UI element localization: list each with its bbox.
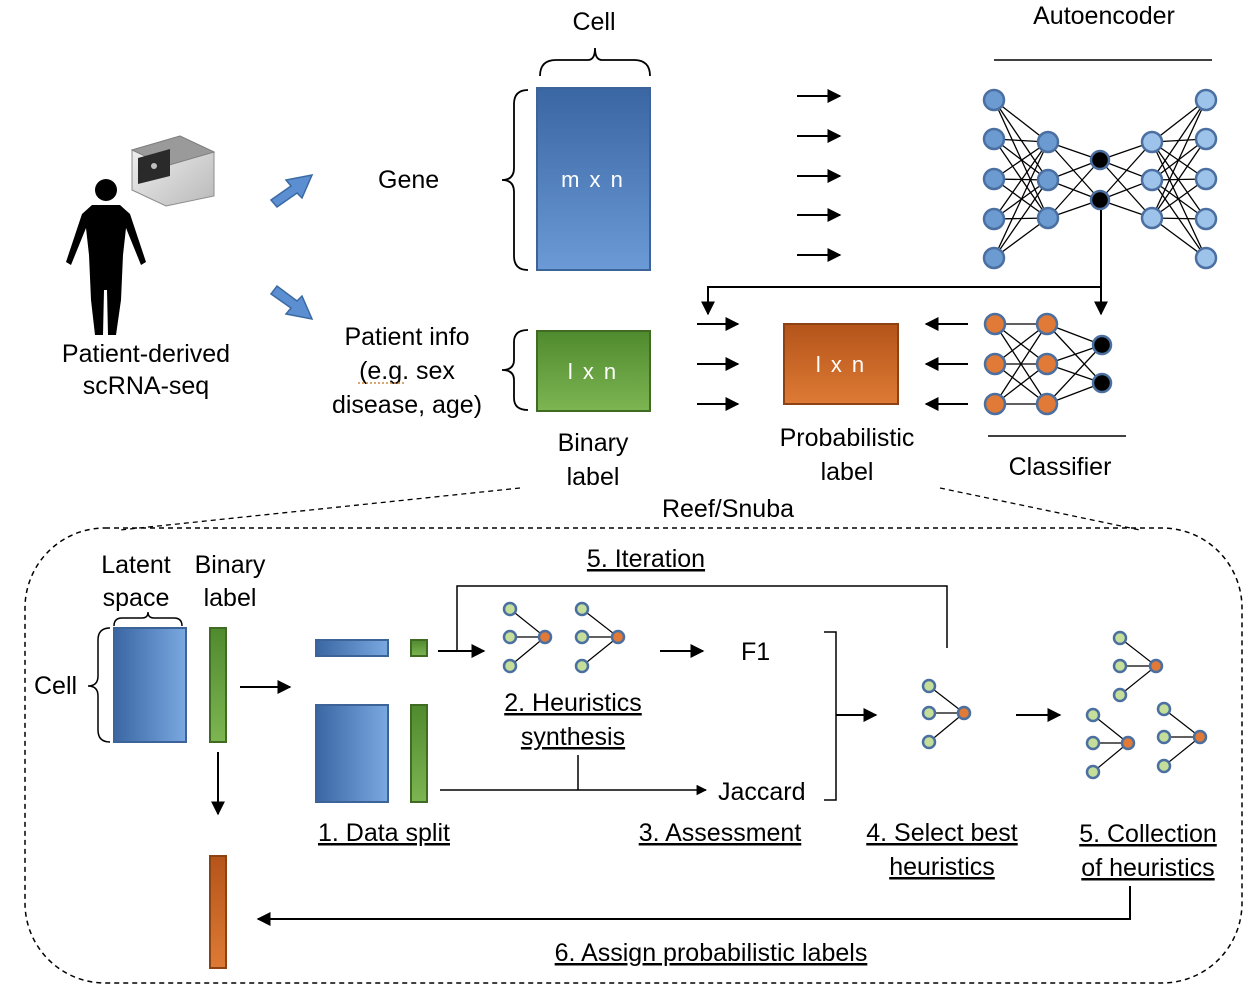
arrows-to-prob-label	[697, 317, 968, 411]
binary-label-line2: label	[567, 463, 620, 491]
arrows-to-autoencoder	[797, 89, 842, 262]
heuristics-synthesis-line2: synthesis	[521, 723, 625, 751]
binary-matrix-label: l x n	[568, 359, 618, 384]
block-arrow-to-patient-info	[269, 284, 314, 321]
split-large-matrix	[315, 704, 389, 803]
patient-info-line1: Patient info	[344, 323, 469, 351]
probabilistic-label-matrix	[783, 323, 899, 405]
select-best-line2: heuristics	[889, 853, 995, 881]
assessment-label: 3. Assessment	[639, 819, 802, 847]
gene-label: Gene	[378, 166, 439, 194]
jaccard-label: Jaccard	[718, 778, 806, 806]
iteration-label: 5. Iteration	[587, 545, 705, 573]
cell-label: Cell	[572, 8, 615, 36]
f1-label: F1	[741, 638, 770, 666]
heuristics-synthesis-line1: 2. Heuristics	[504, 689, 642, 717]
bottom-binary-line1: Binary	[195, 551, 266, 579]
assigned-probabilistic-label-bar	[209, 855, 227, 969]
data-split-label: 1. Data split	[318, 819, 450, 847]
patient-info-line3: disease, age)	[332, 391, 482, 419]
latent-space-line2: space	[103, 584, 170, 612]
sequencer-device-icon	[130, 135, 216, 207]
select-best-line1: 4. Select best	[866, 819, 1018, 847]
binary-label-matrix	[536, 330, 651, 412]
classifier-label: Classifier	[1009, 453, 1112, 481]
assign-labels-label: 6. Assign probabilistic labels	[555, 939, 868, 967]
classifier-network-icon	[983, 312, 1113, 416]
heuristic-tree-icon	[574, 601, 626, 674]
best-heuristic-tree-icon	[921, 678, 972, 750]
bottom-binary-line2: label	[204, 584, 257, 612]
collection-line2: of heuristics	[1081, 854, 1214, 882]
patient-label-line2: scRNA-seq	[83, 372, 209, 400]
latent-connector	[701, 210, 1108, 316]
collection-tree-icon	[1156, 701, 1208, 774]
patient-info-line2: (e.g. sex	[359, 357, 455, 385]
prob-matrix-label: l x n	[816, 352, 866, 377]
collection-tree-icon	[1112, 630, 1164, 703]
gene-matrix	[536, 87, 651, 271]
person-icon	[66, 179, 146, 335]
block-arrow-to-gene	[269, 173, 314, 209]
collection-tree-icon	[1085, 707, 1136, 780]
prob-label-line2: label	[821, 458, 874, 486]
split-small-matrix	[315, 639, 389, 657]
autoencoder-label: Autoencoder	[1033, 2, 1175, 30]
latent-space-line1: Latent	[101, 551, 171, 579]
reef-snuba-label: Reef/Snuba	[662, 495, 794, 523]
patient-label-line1: Patient-derived	[62, 340, 230, 368]
heuristic-tree-icon	[502, 601, 553, 674]
collection-line1: 5. Collection	[1079, 820, 1217, 848]
prob-label-line1: Probabilistic	[780, 424, 915, 452]
split-small-label	[410, 639, 428, 657]
latent-binary-label-bar	[209, 627, 227, 743]
gene-matrix-label: m x n	[561, 167, 625, 192]
autoencoder-network-icon	[982, 88, 1218, 270]
latent-space-matrix	[113, 627, 187, 743]
binary-label-line1: Binary	[558, 429, 629, 457]
bottom-cell-label: Cell	[34, 672, 77, 700]
split-large-label	[410, 704, 428, 803]
